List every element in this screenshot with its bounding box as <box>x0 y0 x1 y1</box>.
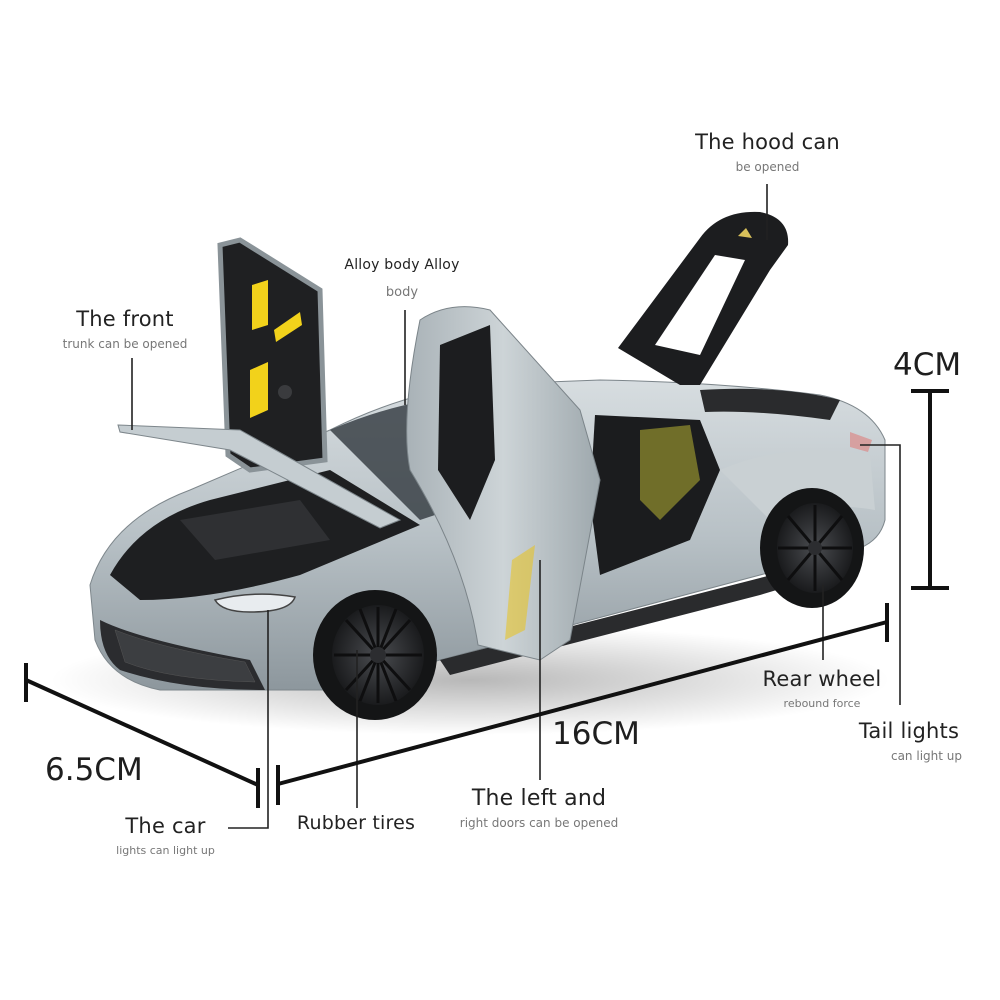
length-dimension-label: 16CM <box>552 716 640 752</box>
car-lights-title: The car <box>125 814 206 838</box>
left-door <box>406 306 601 661</box>
alloy-body-subtitle: body <box>385 285 419 300</box>
hood-title: The hood can <box>695 130 840 154</box>
rear-hood <box>618 211 789 385</box>
trunk-panel <box>117 424 402 529</box>
width-dimension-label: 6.5CM <box>45 752 143 788</box>
doors-subtitle: right doors can be opened <box>459 816 619 830</box>
dimension-bars <box>24 389 949 808</box>
front-wheel <box>313 590 437 720</box>
rubber-tires-title: Rubber tires <box>296 812 416 834</box>
hood-subtitle: be opened <box>735 160 800 174</box>
rear-wheel <box>760 488 864 608</box>
front-trunk-title: The front <box>76 307 174 331</box>
headlight <box>213 593 296 613</box>
front-trunk-annotation: The front trunk can be opened <box>55 307 195 351</box>
tail-lights-subtitle: can light up <box>890 749 962 763</box>
annotation-leaders <box>131 184 901 829</box>
seat <box>640 425 700 520</box>
rear-wheel-annotation: Rear wheel rebound force <box>758 667 886 710</box>
height-dimension-label: 4CM <box>893 347 962 383</box>
tail-lights-annotation: Tail lights can light up <box>850 719 968 763</box>
doors-title: The left and <box>471 786 607 811</box>
front-trunk-subtitle: trunk can be opened <box>62 337 188 351</box>
front-trunk-lid <box>217 237 328 473</box>
rear-wheel-title: Rear wheel <box>762 667 882 691</box>
car-lights-annotation: The car lights can light up <box>108 814 223 857</box>
rubber-tires-annotation: Rubber tires <box>292 812 420 834</box>
car-lights-subtitle: lights can light up <box>116 844 215 857</box>
doors-annotation: The left and right doors can be opened <box>448 786 630 830</box>
tail-lights-title: Tail lights <box>858 719 960 743</box>
alloy-body-annotation: Alloy body Alloy body <box>332 257 472 300</box>
alloy-body-title: Alloy body Alloy <box>344 257 460 273</box>
tail-light <box>850 432 872 452</box>
hood-annotation: The hood can be opened <box>690 130 845 174</box>
rear-wheel-subtitle: rebound force <box>783 697 861 710</box>
